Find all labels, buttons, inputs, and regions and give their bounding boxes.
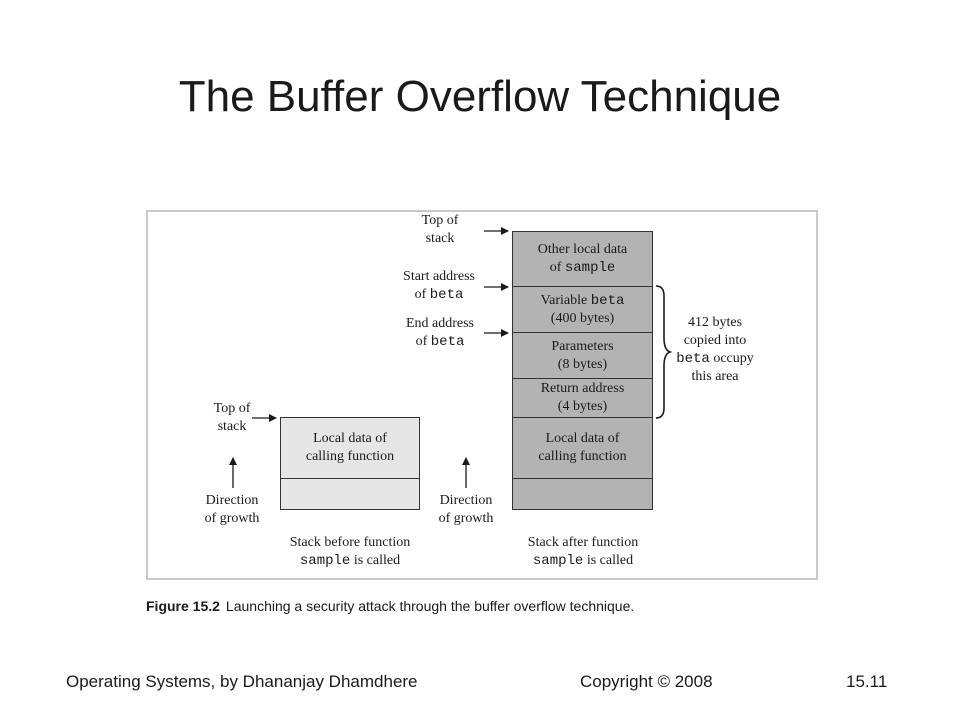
variable-name-beta: beta bbox=[430, 334, 465, 350]
function-name-sample: sample bbox=[299, 553, 351, 569]
slide-number: 15.11 bbox=[846, 672, 888, 691]
curly-brace bbox=[655, 285, 673, 419]
top-of-stack-line1: Top of bbox=[213, 401, 251, 416]
variable-name-beta: beta bbox=[590, 292, 625, 309]
end-address-prefix: of bbox=[415, 334, 431, 349]
caption-line1: Stack before function bbox=[289, 535, 411, 550]
caption-line1: Stack after function bbox=[527, 535, 639, 550]
figure-caption-label: Figure 15.2 bbox=[146, 598, 220, 614]
function-name-sample: sample bbox=[564, 260, 616, 276]
cell-line-prefix: of bbox=[549, 260, 565, 275]
stack-after-cell-return-address: Return address (4 bytes) bbox=[512, 378, 653, 418]
cell-line: Local data of bbox=[545, 431, 620, 446]
cell-line: Local data of bbox=[313, 431, 387, 446]
stack-after-cell-variable-beta: Variable beta (400 bytes) bbox=[512, 286, 653, 333]
stack-before-caption: Stack before function sample is called bbox=[270, 534, 430, 570]
brace-note-line1: 412 bytes bbox=[687, 315, 743, 330]
direction-of-growth-after: Direction of growth bbox=[426, 492, 506, 528]
caption-rest: is called bbox=[583, 553, 634, 568]
stack-before-cell-empty bbox=[280, 478, 420, 510]
cell-line: calling function bbox=[538, 449, 627, 464]
variable-name-beta: beta bbox=[429, 287, 464, 303]
cell-line: Return address bbox=[540, 381, 625, 396]
end-address-line1: End address bbox=[405, 316, 475, 331]
function-name-sample: sample bbox=[532, 553, 584, 569]
direction-line1: Direction bbox=[205, 493, 259, 508]
cell-line: (4 bytes) bbox=[557, 399, 608, 414]
cell-line-prefix: Variable bbox=[540, 292, 591, 308]
footer-copyright: Copyright © 2008 bbox=[580, 672, 713, 691]
slide-title: The Buffer Overflow Technique bbox=[178, 72, 782, 121]
figure-caption: Figure 15.2 Launching a security attack t… bbox=[146, 598, 634, 614]
variable-name-beta: beta bbox=[676, 351, 710, 367]
brace-note-line2: copied into bbox=[683, 333, 747, 348]
top-of-stack-line1: Top of bbox=[421, 213, 459, 228]
direction-line2: of growth bbox=[204, 511, 260, 526]
stack-after-cell-empty bbox=[512, 478, 653, 510]
brace-note-line3-rest: occupy bbox=[709, 351, 754, 366]
figure-frame bbox=[146, 210, 818, 580]
direction-line1: Direction bbox=[439, 493, 493, 508]
top-of-stack-line2: stack bbox=[425, 231, 455, 246]
brace-note: 412 bytes copied into beta occupy this a… bbox=[668, 314, 762, 386]
stack-before-cell-local-data: Local data of calling function bbox=[280, 417, 420, 479]
stack-after-cell-other-local-data: Other local data of sample bbox=[512, 231, 653, 287]
cell-line: Other local data bbox=[537, 242, 628, 257]
start-address-label: Start address of beta bbox=[386, 268, 492, 304]
direction-line2: of growth bbox=[438, 511, 494, 526]
direction-of-growth-before: Direction of growth bbox=[192, 492, 272, 528]
footer-left: Operating Systems, by Dhananjay Dhamdher… bbox=[66, 672, 418, 691]
cell-line: (400 bytes) bbox=[550, 310, 615, 326]
figure-caption-text: Launching a security attack through the … bbox=[225, 598, 635, 614]
top-of-stack-label-after: Top of stack bbox=[400, 212, 480, 248]
cell-line: (8 bytes) bbox=[557, 356, 608, 372]
end-address-label: End address of beta bbox=[390, 315, 490, 351]
cell-line: Parameters bbox=[551, 338, 614, 354]
stack-after-caption: Stack after function sample is called bbox=[505, 534, 661, 570]
start-address-line1: Start address bbox=[403, 269, 475, 284]
stack-after-cell-parameters: Parameters (8 bytes) bbox=[512, 332, 653, 379]
start-address-prefix: of bbox=[414, 287, 430, 302]
top-of-stack-label-before: Top of stack bbox=[196, 400, 268, 436]
top-of-stack-line2: stack bbox=[217, 419, 247, 434]
stack-after-cell-local-data: Local data of calling function bbox=[512, 417, 653, 479]
cell-line: calling function bbox=[305, 449, 395, 464]
caption-rest: is called bbox=[350, 553, 401, 568]
brace-note-line4: this area bbox=[691, 369, 739, 384]
